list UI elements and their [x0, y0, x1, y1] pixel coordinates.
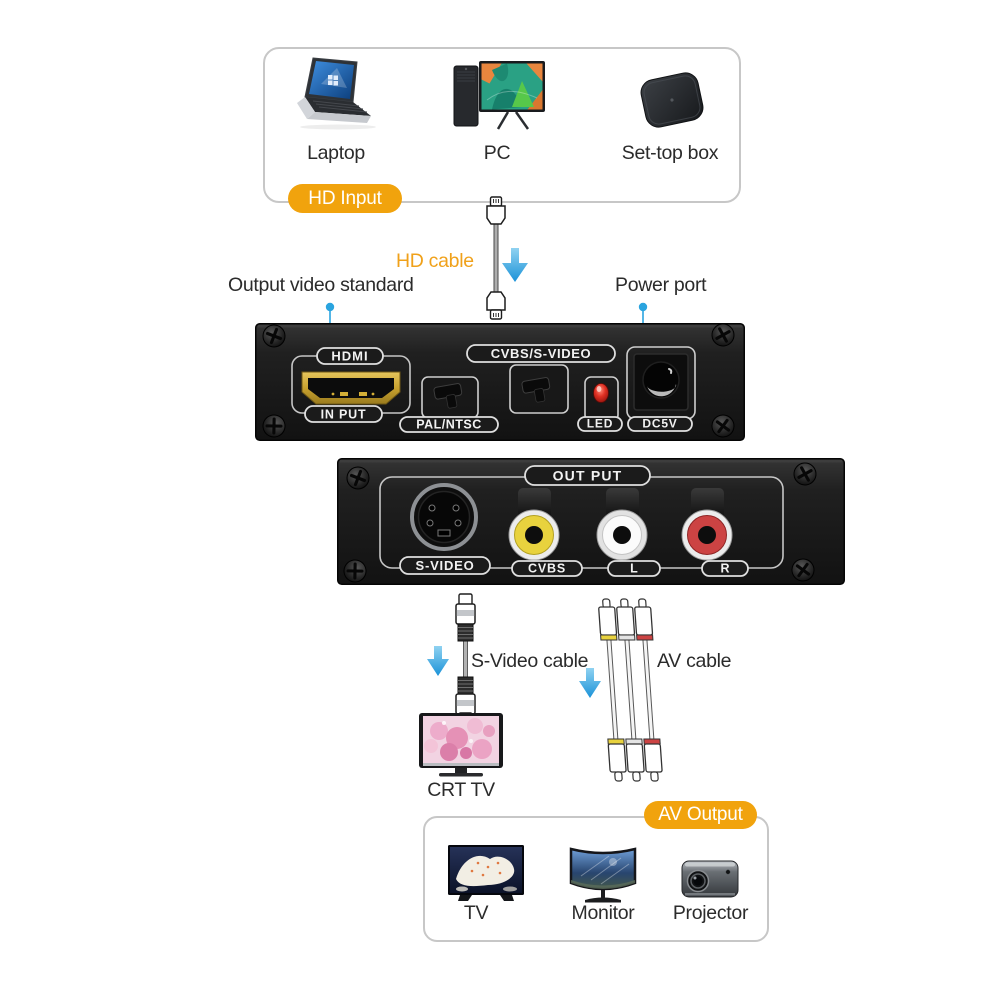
right-audio-label: R	[720, 562, 729, 576]
down-arrow-icon	[427, 646, 449, 676]
right-audio-port	[681, 488, 733, 561]
output-video-standard-label: Output video standard	[228, 274, 414, 296]
pc-label: PC	[483, 142, 511, 164]
pal-ntsc-label: PAL/NTSC	[416, 418, 482, 432]
monitor-label: Monitor	[571, 902, 635, 924]
crt-tv-label: CRT TV	[427, 779, 495, 801]
hd-cable-icon	[486, 196, 506, 320]
led-indicator	[584, 376, 619, 422]
hdmi-input-label: IN PUT	[321, 408, 367, 422]
projector-icon	[681, 860, 739, 898]
av-output-badge: AV Output	[644, 801, 757, 829]
projector-label: Projector	[672, 902, 749, 924]
monitor-icon	[569, 847, 637, 903]
converter-input-panel: HDMI IN PUT PAL/NTSC CVBS/S-VIDEO	[255, 323, 745, 441]
pc-icon	[453, 61, 545, 130]
av-cable-icon	[598, 598, 663, 782]
out-put-label: OUT PUT	[553, 468, 623, 484]
converter-output-panel: OUT PUT S-VIDEO CVBS	[337, 458, 845, 585]
led-label: LED	[587, 417, 613, 431]
down-arrow-icon	[579, 668, 601, 698]
pal-ntsc-switch	[421, 376, 479, 419]
dc5v-label: DC5V	[642, 417, 677, 431]
s-video-port	[410, 483, 478, 551]
av-cable-label: AV cable	[657, 650, 732, 672]
laptop-label: Laptop	[307, 142, 365, 164]
s-video-cable-label: S-Video cable	[471, 650, 589, 672]
cvbs-port	[508, 488, 560, 561]
tv-label: TV	[463, 902, 489, 924]
set-top-box-icon	[640, 72, 704, 128]
cvbs-svideo-label: CVBS/S-VIDEO	[491, 346, 591, 361]
left-audio-label: L	[630, 562, 638, 576]
power-port-label: Power port	[615, 274, 707, 296]
cvbs-port-label: CVBS	[528, 562, 566, 576]
tv-icon	[448, 845, 524, 901]
down-arrow-icon	[502, 248, 528, 282]
hdmi-port	[301, 371, 401, 405]
set-top-box-label: Set-top box	[621, 142, 719, 164]
left-audio-port	[596, 488, 648, 561]
hd-cable-label: HD cable	[396, 250, 474, 272]
cvbs-svideo-switch	[509, 364, 569, 414]
laptop-icon	[297, 57, 376, 130]
s-video-port-label: S-VIDEO	[415, 558, 474, 573]
dc5v-port	[626, 346, 696, 420]
crt-tv-icon	[419, 713, 503, 777]
hd-input-badge: HD Input	[288, 184, 402, 213]
s-video-cable-icon	[455, 593, 476, 725]
hdmi-port-label: HDMI	[331, 349, 368, 364]
